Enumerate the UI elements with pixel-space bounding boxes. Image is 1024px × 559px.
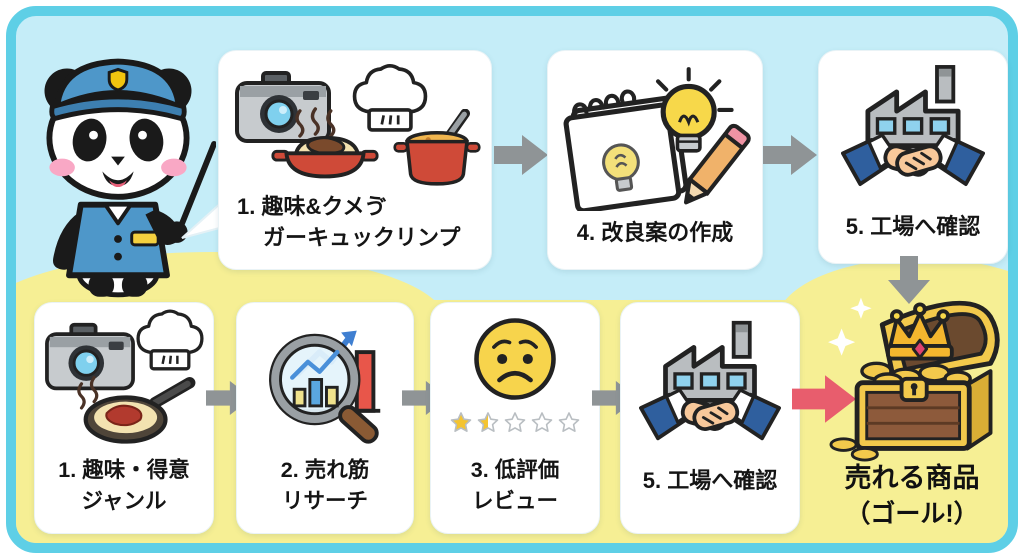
soup-pot-icon <box>393 109 481 186</box>
pencil-icon <box>683 123 751 205</box>
label-line-2: リサーチ <box>281 489 368 513</box>
crown-icon <box>886 302 954 361</box>
handshake-icon <box>841 133 985 186</box>
card-bottom-genre: 1. 趣味・得意 ジャンル <box>34 302 214 534</box>
magnifier-chart-icon <box>269 330 381 444</box>
lightbulb-icon <box>656 67 734 153</box>
label-line-1: 2. 売れ筋 <box>280 458 370 482</box>
goal-treasure <box>826 286 1010 466</box>
star-icon <box>477 412 499 432</box>
star-icon <box>450 412 472 432</box>
label-line-2: ジャンル <box>81 489 167 513</box>
card-bottom-factory-label: 5. 工場へ確認 <box>642 468 778 493</box>
star-icon <box>558 412 580 432</box>
arrow-red-icon <box>792 375 856 423</box>
card-top-improve-label: 4. 改良案の作成 <box>576 220 734 245</box>
card-top-hobby: 1. 趣味&クメゔ ガーキュックリンプ <box>218 50 492 270</box>
idea-notepad-group <box>563 67 751 211</box>
label-line-1: 1. 趣味・得意 <box>58 458 190 482</box>
card-bottom-research: 2. 売れ筋 リサーチ <box>236 302 414 534</box>
card-bottom-review-label: 3. 低評価 レビュー <box>431 455 599 517</box>
star-icon <box>504 412 526 432</box>
card-bottom-research-label: 2. 売れ筋 リサーチ <box>237 455 413 517</box>
panda-mascot <box>20 30 216 302</box>
chef-hat-icon <box>136 309 204 371</box>
camera-icon <box>235 71 331 143</box>
goal-line-1: 売れる商品 <box>844 463 980 493</box>
star-rating <box>431 411 599 435</box>
factory-icon <box>663 320 757 403</box>
notepad-icon <box>563 89 689 211</box>
sad-face-icon <box>474 318 556 400</box>
card-top-factory-label: 5. 工場へ確認 <box>845 214 981 239</box>
panda-illustration <box>44 58 216 298</box>
card-top-hobby-label: 1. 趣味&クメゔ ガーキュックリンプ <box>219 191 491 253</box>
curry-dish-icon <box>271 107 379 179</box>
label-line-2: レビュー <box>471 489 558 513</box>
camera-icon <box>45 322 135 391</box>
star-icon <box>531 412 553 432</box>
label-line-2: ガーキュックリンプ <box>263 225 461 250</box>
chef-hat-icon <box>352 64 428 132</box>
chest-body <box>854 369 993 451</box>
treasure-chest-icon <box>828 297 1000 462</box>
arrow-down-icon <box>888 256 930 304</box>
card-bottom-factory: 5. 工場へ確認 <box>620 302 800 534</box>
factory-icon <box>865 65 961 149</box>
factory-handshake-icon <box>841 65 985 186</box>
label-line-1: 3. 低評価 <box>470 458 560 482</box>
goal-label: 売れる商品 （ゴール!） <box>804 460 1020 532</box>
arrow-right-icon <box>763 135 817 175</box>
coin-icon <box>829 437 858 452</box>
label-line-1: 1. 趣味&クメゔ <box>237 194 387 219</box>
coin-icon <box>850 447 879 462</box>
card-bottom-review: 3. 低評価 レビュー <box>430 302 600 534</box>
goal-line-2: （ゴール!） <box>845 500 979 528</box>
arrow-right-icon <box>494 135 548 175</box>
card-top-factory: 5. 工場へ確認 <box>818 50 1008 264</box>
card-top-improve: 4. 改良案の作成 <box>547 50 763 270</box>
factory-handshake-icon <box>639 320 781 441</box>
handshake-icon <box>639 388 781 441</box>
card-bottom-genre-label: 1. 趣味・得意 ジャンル <box>35 455 213 517</box>
frying-pan-icon <box>77 375 196 444</box>
